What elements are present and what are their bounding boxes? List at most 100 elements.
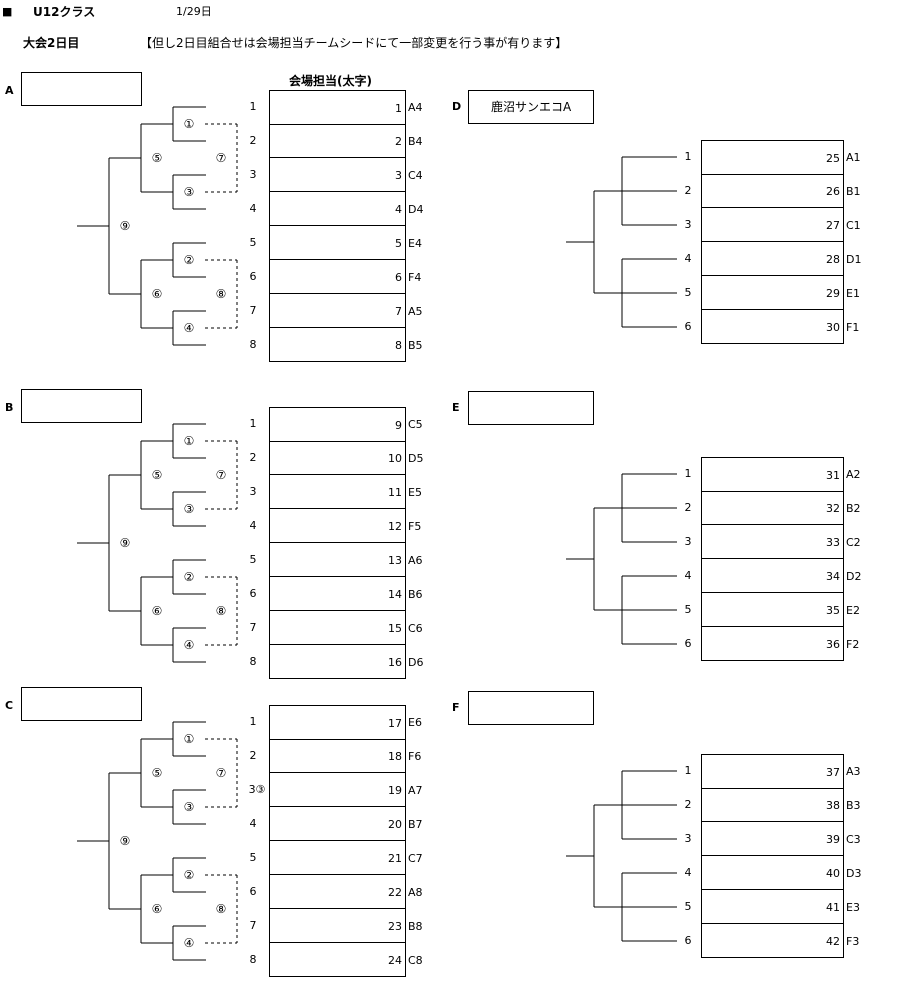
slot-number: 31 bbox=[826, 469, 840, 482]
slot-code: C7 bbox=[408, 852, 423, 865]
slot-code: B5 bbox=[408, 339, 423, 352]
slot-cell: 10 bbox=[269, 441, 406, 475]
slot-position: 5 bbox=[249, 236, 257, 249]
slot-number: 18 bbox=[388, 749, 402, 763]
match-number: ⑧ bbox=[213, 605, 229, 617]
group-letter: E bbox=[452, 401, 460, 414]
slot-number: 16 bbox=[388, 655, 402, 669]
slot-code: D3 bbox=[846, 867, 862, 880]
match-number: ⑥ bbox=[149, 903, 165, 915]
slot-number: 38 bbox=[826, 798, 840, 812]
slot-number: 17 bbox=[388, 717, 402, 730]
slot-code: B2 bbox=[846, 502, 861, 515]
slot-code: A8 bbox=[408, 886, 423, 899]
slot-code: A7 bbox=[408, 784, 423, 797]
slot-cell: 16 bbox=[269, 645, 406, 679]
slot-position: 3 bbox=[684, 832, 692, 845]
slot-cell: 21 bbox=[269, 841, 406, 875]
group-letter: D bbox=[452, 100, 462, 113]
slot-number: 32 bbox=[826, 501, 840, 515]
slot-cell: 38 bbox=[701, 788, 844, 822]
match-number: ⑥ bbox=[149, 605, 165, 617]
slot-position: 1 bbox=[249, 417, 257, 430]
slot-position: 3 bbox=[684, 218, 692, 231]
slot-cell: 8 bbox=[269, 328, 406, 362]
slot-code: E1 bbox=[846, 287, 860, 300]
slot-cell: 22 bbox=[269, 875, 406, 909]
slot-code: B7 bbox=[408, 818, 423, 831]
header-bullet: ■ bbox=[2, 5, 13, 18]
match-number: ⑦ bbox=[213, 767, 229, 779]
slot-code: D1 bbox=[846, 253, 862, 266]
slot-cell: 25 bbox=[701, 140, 844, 175]
slot-number: 12 bbox=[388, 519, 402, 533]
day-label: 大会2日目 bbox=[23, 36, 80, 50]
slot-code: E3 bbox=[846, 901, 860, 914]
slot-code: D4 bbox=[408, 203, 424, 216]
slot-code: F5 bbox=[408, 520, 422, 533]
slot-cell: 2 bbox=[269, 124, 406, 158]
slot-cell: 5 bbox=[269, 226, 406, 260]
slot-code: B6 bbox=[408, 588, 423, 601]
slot-position: 2 bbox=[249, 134, 257, 147]
slot-number: 42 bbox=[826, 934, 840, 948]
slot-position: 1 bbox=[684, 764, 692, 777]
slot-code: A5 bbox=[408, 305, 423, 318]
slot-position: 4 bbox=[684, 569, 692, 582]
slot-cell: 17 bbox=[269, 705, 406, 740]
slot-code: C2 bbox=[846, 536, 861, 549]
slot-position: 3 bbox=[684, 535, 692, 548]
slot-position: 4 bbox=[684, 252, 692, 265]
slot-cell: 27 bbox=[701, 208, 844, 242]
slot-code: A3 bbox=[846, 765, 861, 778]
match-number: ④ bbox=[181, 937, 197, 949]
slot-number: 3 bbox=[395, 168, 402, 182]
slot-position: 5 bbox=[684, 900, 692, 913]
slot-position: 6 bbox=[684, 637, 692, 650]
slot-code: B4 bbox=[408, 135, 423, 148]
match-number: ⑤ bbox=[149, 152, 165, 164]
slot-position: 7 bbox=[249, 919, 257, 932]
match-number: ⑥ bbox=[149, 288, 165, 300]
slot-number: 21 bbox=[388, 851, 402, 865]
slot-code: F2 bbox=[846, 638, 860, 651]
slot-number: 14 bbox=[388, 587, 402, 601]
slot-number: 39 bbox=[826, 832, 840, 846]
group-letter: B bbox=[5, 401, 14, 414]
slot-cell: 6 bbox=[269, 260, 406, 294]
slot-number: 7 bbox=[395, 304, 402, 318]
slot-number: 15 bbox=[388, 621, 402, 635]
slot-position: 6 bbox=[249, 885, 257, 898]
slot-number: 13 bbox=[388, 553, 402, 567]
slot-code: C1 bbox=[846, 219, 861, 232]
slot-code: C5 bbox=[408, 418, 423, 431]
slot-position: 2 bbox=[249, 749, 257, 762]
slot-cell: 24 bbox=[269, 943, 406, 977]
team-name-box: 鹿沼サンエコA bbox=[468, 90, 594, 124]
slot-number: 29 bbox=[826, 286, 840, 300]
slot-cell: 23 bbox=[269, 909, 406, 943]
class-name: U12クラス bbox=[33, 5, 96, 19]
slot-cell: 9 bbox=[269, 407, 406, 442]
match-number: ⑧ bbox=[213, 903, 229, 915]
slot-position: 2 bbox=[249, 451, 257, 464]
slot-position: 6 bbox=[684, 320, 692, 333]
slot-position: 1 bbox=[249, 715, 257, 728]
slot-number: 22 bbox=[388, 885, 402, 899]
slot-position: 4 bbox=[249, 202, 257, 215]
match-number: ② bbox=[181, 571, 197, 583]
slot-number: 35 bbox=[826, 603, 840, 617]
slot-number: 5 bbox=[395, 236, 402, 250]
slot-number: 37 bbox=[826, 766, 840, 779]
match-number: ① bbox=[181, 733, 197, 745]
slot-cell: 31 bbox=[701, 457, 844, 492]
team-name-box bbox=[468, 391, 594, 425]
slot-code: C6 bbox=[408, 622, 423, 635]
slot-number: 11 bbox=[388, 485, 402, 499]
slot-position: 1 bbox=[684, 467, 692, 480]
slot-code: C3 bbox=[846, 833, 861, 846]
slot-position: 8 bbox=[249, 953, 257, 966]
slot-number: 28 bbox=[826, 252, 840, 266]
match-number: ⑧ bbox=[213, 288, 229, 300]
slot-code: C4 bbox=[408, 169, 423, 182]
